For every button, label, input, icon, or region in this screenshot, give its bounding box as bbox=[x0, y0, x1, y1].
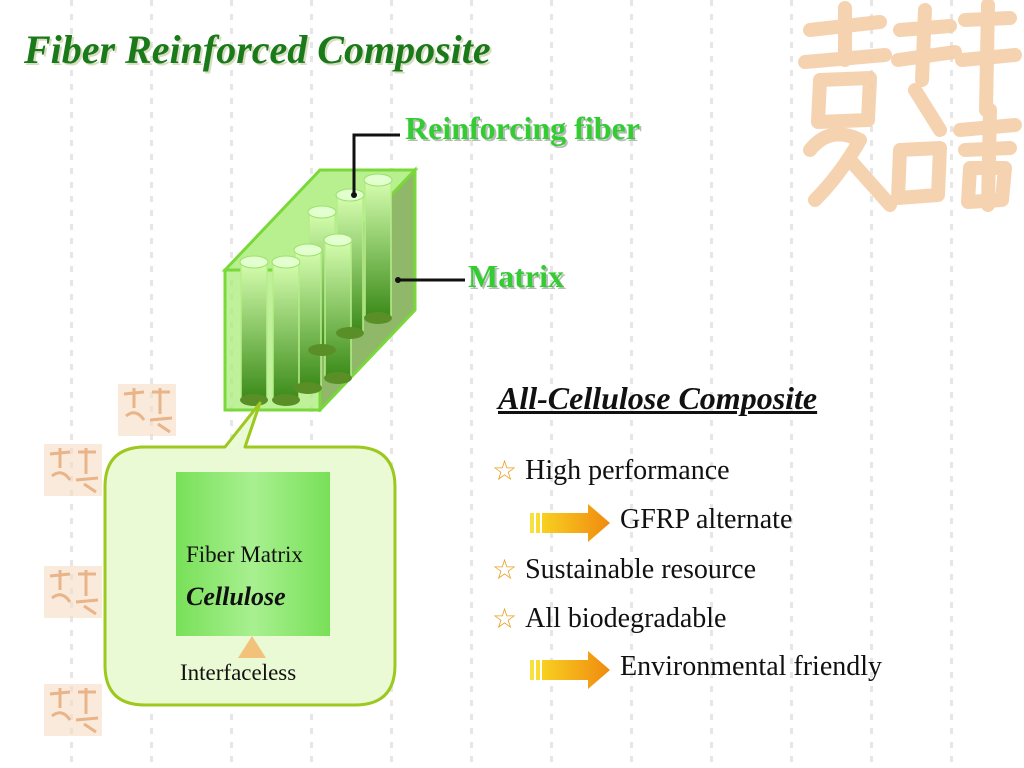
bullet-item: ☆ High performance bbox=[492, 454, 730, 488]
star-icon: ☆ bbox=[492, 555, 518, 586]
bullet-text: High performance bbox=[525, 455, 730, 486]
bullet-item: ☆ All biodegradable bbox=[492, 602, 726, 636]
seal-stamp bbox=[118, 384, 176, 436]
seal-stamp bbox=[44, 566, 102, 618]
leader-lines bbox=[351, 133, 465, 283]
composite-block-diagram bbox=[221, 166, 419, 412]
result-text: GFRP alternate bbox=[620, 504, 793, 535]
interfaceless-label: Interfaceless bbox=[180, 660, 297, 685]
page-title: Fiber Reinforced Composite bbox=[24, 27, 491, 72]
cellulose-box bbox=[176, 472, 330, 636]
cellulose-label: Cellulose bbox=[186, 582, 286, 611]
arrow-right-icon bbox=[530, 651, 610, 689]
fiber-cylinders bbox=[239, 173, 393, 406]
seal-stamp bbox=[44, 684, 102, 736]
bullet-text: Sustainable resource bbox=[525, 554, 757, 585]
fiber-matrix-label: Fiber Matrix bbox=[186, 542, 303, 567]
bullet-item: ☆ Sustainable resource bbox=[492, 553, 756, 587]
result-text: Environmental friendly bbox=[620, 651, 883, 682]
bullet-text: All biodegradable bbox=[525, 603, 727, 634]
reinforcing-fiber-label: Reinforcing fiber bbox=[405, 110, 640, 146]
section-subtitle: All-Cellulose Composite bbox=[498, 380, 818, 416]
arrow-right-icon bbox=[530, 504, 610, 542]
seal-stamp bbox=[44, 444, 102, 496]
chinese-seal-watermark bbox=[798, 0, 1022, 212]
star-icon: ☆ bbox=[492, 456, 518, 487]
matrix-label: Matrix bbox=[468, 258, 564, 294]
triangle-up-icon bbox=[238, 636, 266, 658]
star-icon: ☆ bbox=[492, 604, 518, 635]
